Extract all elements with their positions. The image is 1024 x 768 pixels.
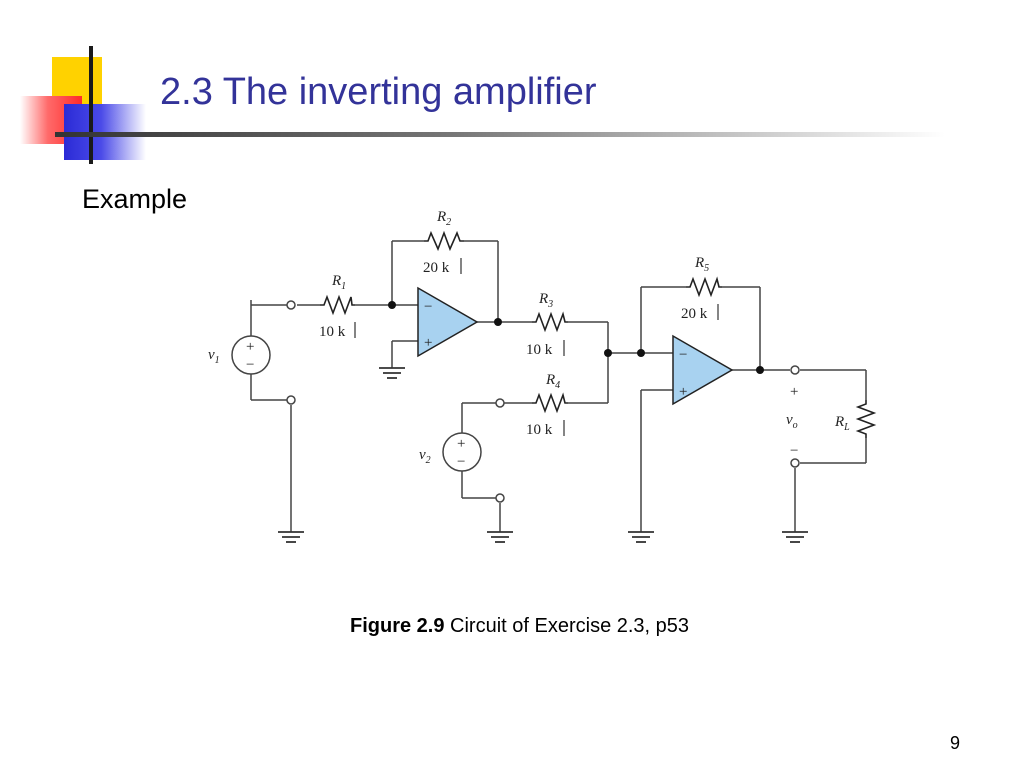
figure-caption: Figure 2.9 Circuit of Exercise 2.3, p53 [350, 615, 689, 638]
terminal-vo-top [790, 365, 800, 375]
label-r2: R2 [436, 209, 451, 228]
source-v1 [231, 335, 271, 375]
ground-symbol [278, 531, 304, 543]
value-r5: 20 k [681, 306, 708, 322]
source-v2 [442, 432, 482, 472]
resistor-r2 [424, 230, 464, 252]
label-rl: RL [834, 414, 850, 433]
caption-figure-number: Figure 2.9 [350, 615, 445, 637]
terminal-v2-bottom [495, 493, 505, 503]
v1-plus-sign: + [246, 339, 254, 355]
op-amp-1-minus-sign: − [424, 299, 432, 315]
ground-symbol [379, 367, 405, 379]
op-amp-2-plus-sign: + [679, 384, 687, 400]
junction-node [604, 349, 612, 357]
vo-plus-sign: + [790, 384, 798, 400]
resistor-r5 [686, 276, 722, 298]
value-r3: 10 k [526, 342, 553, 358]
resistor-r4 [532, 392, 568, 414]
circuit-wires [250, 240, 867, 532]
resistor-r3 [532, 311, 568, 333]
op-amp-2-minus-sign: − [679, 347, 687, 363]
slide-title: 2.3 The inverting amplifier [160, 71, 597, 113]
title-underline [55, 132, 945, 137]
decor-vertical-line [89, 46, 93, 164]
op-amp-1 [417, 286, 479, 358]
junctions [388, 301, 764, 374]
label-r3: R3 [538, 291, 553, 310]
v1-minus-sign: − [246, 357, 254, 373]
terminals [286, 300, 800, 503]
label-vo: vo [786, 412, 798, 431]
junction-node [494, 318, 502, 326]
junction-node [756, 366, 764, 374]
page-number: 9 [950, 733, 961, 753]
ground-symbol [487, 531, 513, 543]
terminal-vo-bottom [790, 458, 800, 468]
op-amp-1-plus-sign: + [424, 335, 432, 351]
value-r2: 20 k [423, 260, 450, 276]
caption-text: Circuit of Exercise 2.3, p53 [444, 615, 690, 637]
label-r5: R5 [694, 255, 709, 274]
terminal-v2-top [495, 398, 505, 408]
value-r4: 10 k [526, 422, 553, 438]
value-r1: 10 k [319, 324, 346, 340]
slide-subtitle: Example [82, 184, 188, 214]
resistor-r1 [320, 294, 355, 316]
ground-symbol [628, 531, 654, 543]
terminal-v1-top [286, 300, 296, 310]
label-r4: R4 [545, 372, 560, 391]
terminal-v1-bottom [286, 395, 296, 405]
vo-minus-sign: − [790, 443, 798, 459]
resistor-rl [855, 400, 877, 438]
label-r1: R1 [331, 273, 346, 292]
v2-plus-sign: + [457, 436, 465, 452]
junction-node [388, 301, 396, 309]
label-v1: v1 [208, 347, 220, 366]
ground-symbol [782, 531, 808, 543]
label-v2: v2 [419, 447, 431, 466]
v2-minus-sign: − [457, 454, 465, 470]
op-amp-2 [672, 334, 734, 406]
junction-node [637, 349, 645, 357]
